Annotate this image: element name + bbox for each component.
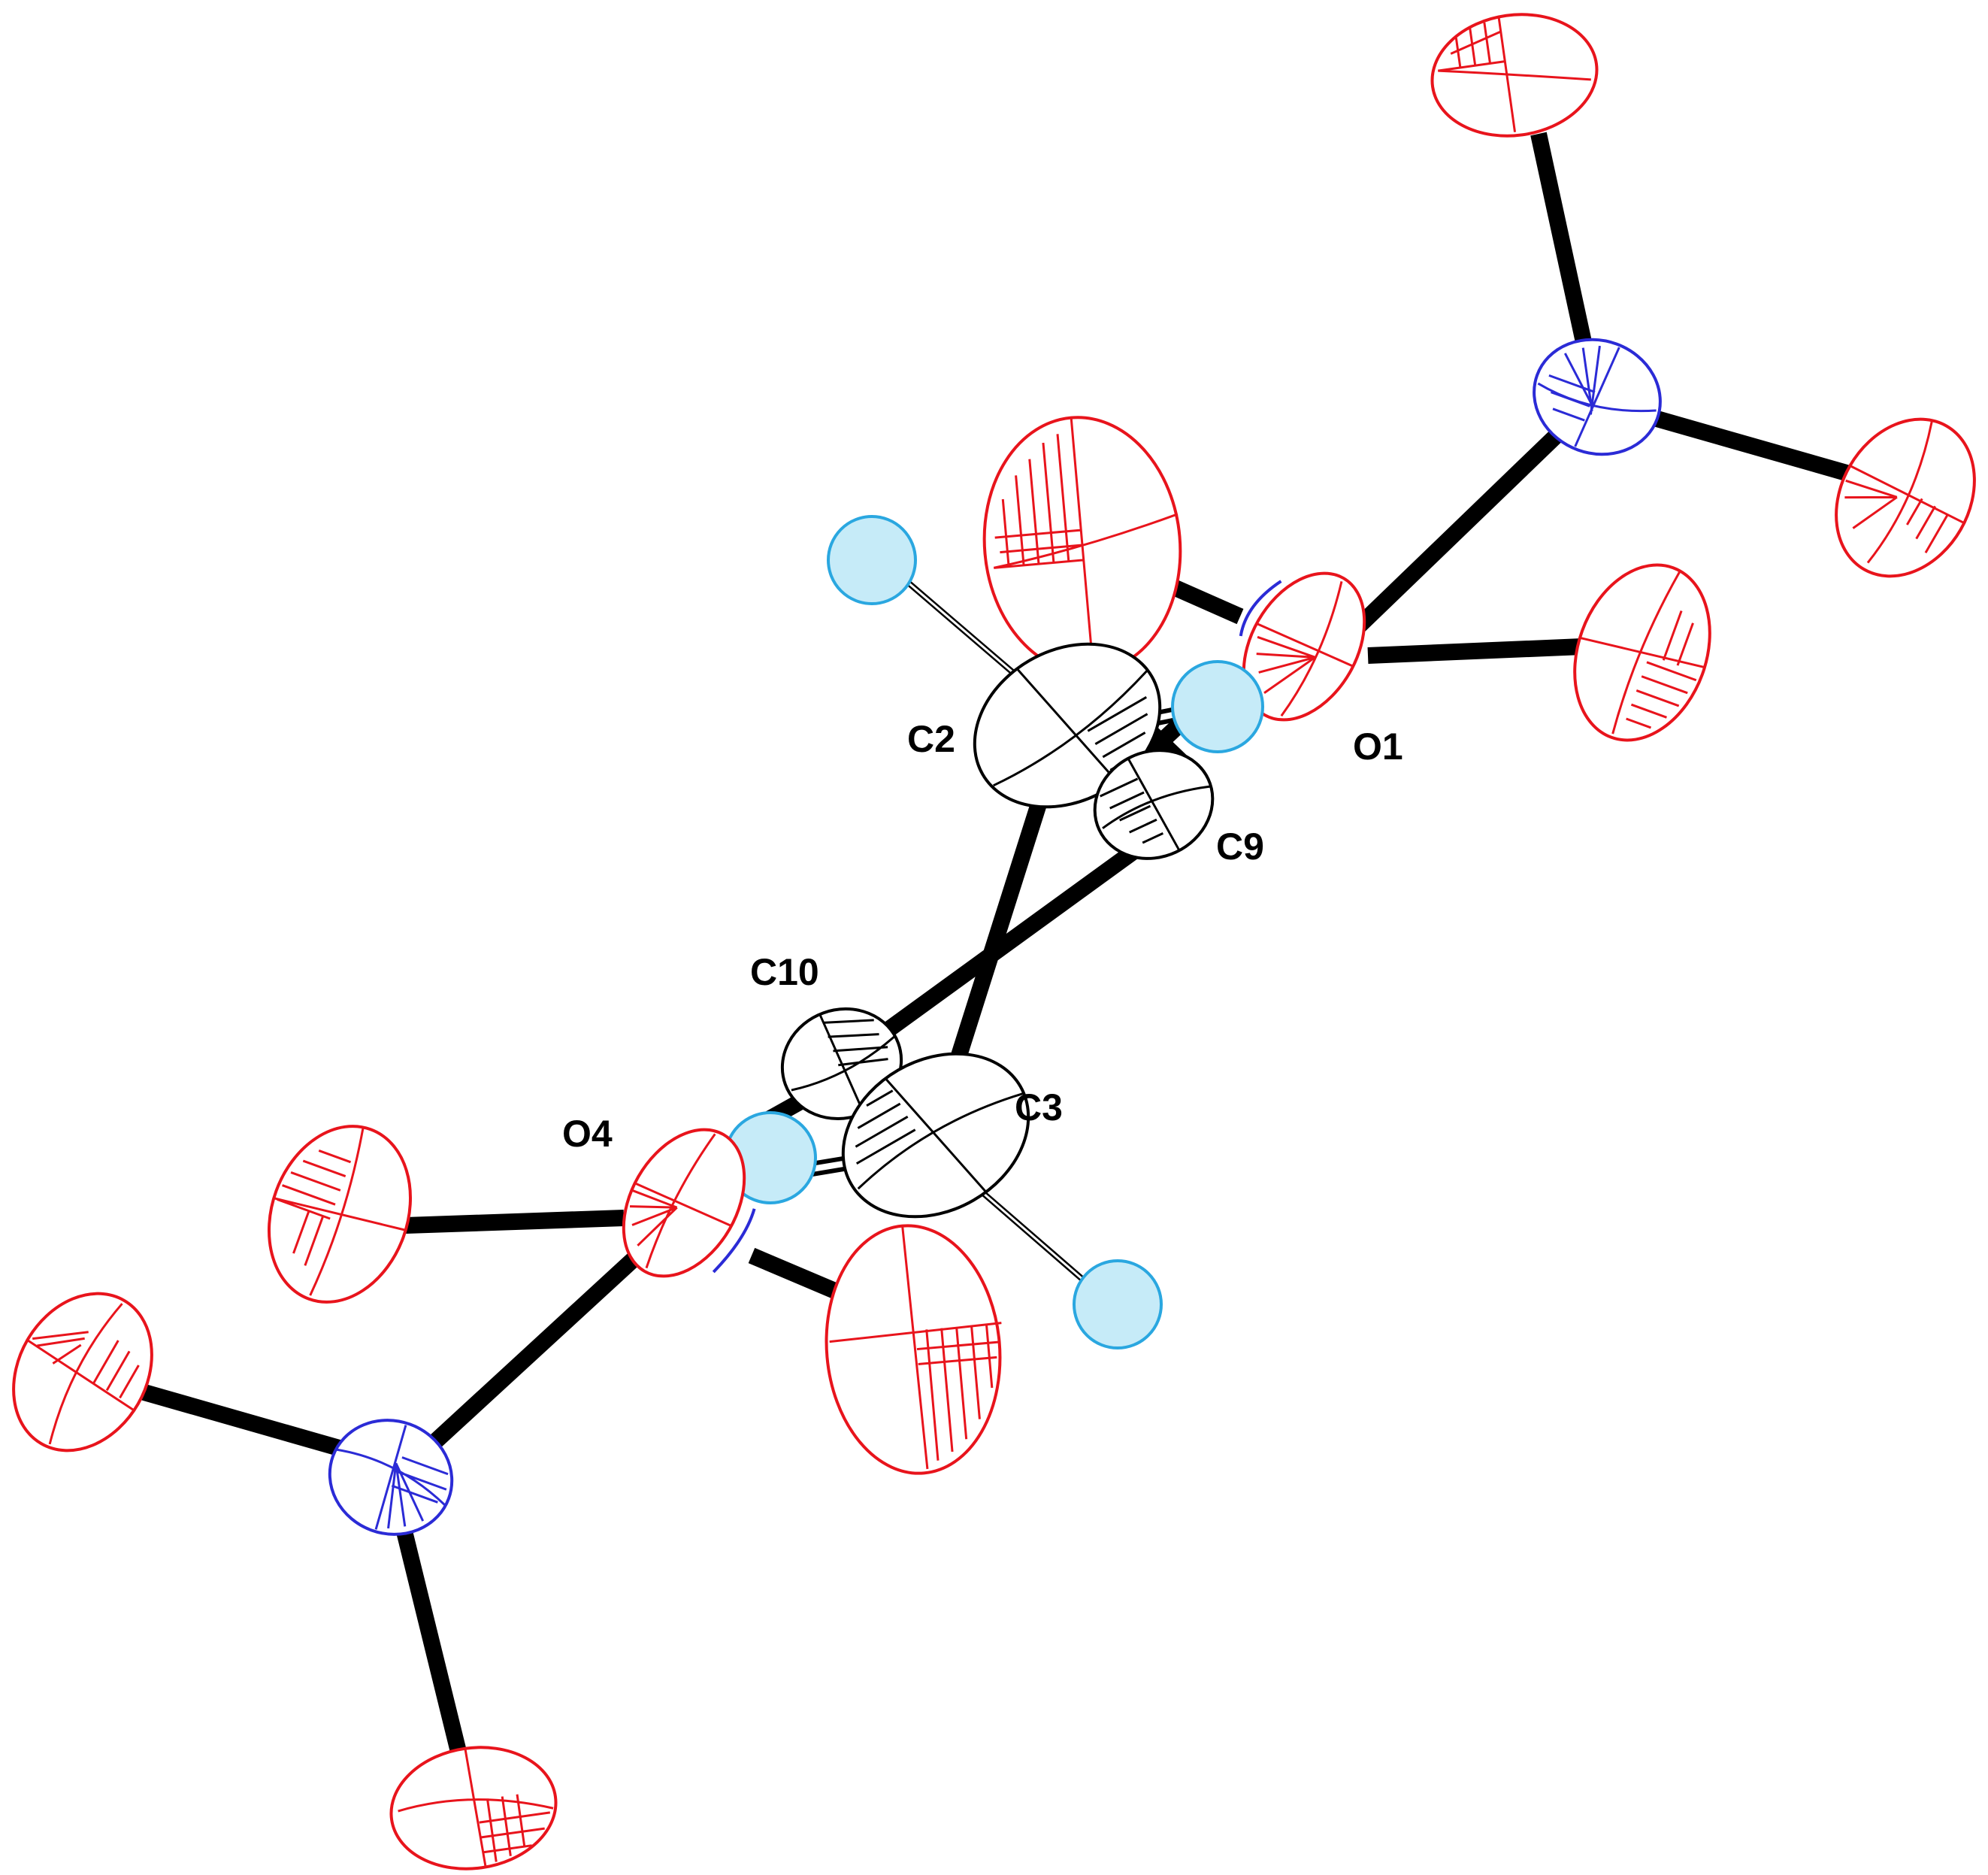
bond-o4-n2 (415, 1234, 660, 1462)
bond-n2-oleft (136, 1383, 353, 1459)
oxygen-atom (1835, 417, 1976, 578)
atom-labels: C2 O1 C9 C10 C3 O4 (562, 718, 1403, 1155)
oxygen-atom (1430, 13, 1599, 138)
carbon-atom-c2 (973, 642, 1162, 809)
oxygen-atom (1573, 563, 1711, 742)
bond-o1-oright2 (1367, 638, 1583, 664)
hydrogen-atom (1073, 1259, 1163, 1349)
bond-c2-h-top-inner (890, 566, 1023, 682)
nitrogen-atom (1533, 338, 1662, 456)
label-o1: O1 (1353, 725, 1403, 768)
carbon-atom-c3 (841, 1052, 1030, 1219)
bond-c9-c10 (852, 816, 1178, 1059)
oxygen-atom (389, 1746, 558, 1870)
label-c2: C2 (907, 718, 955, 760)
hydrogen-atom (1171, 660, 1264, 753)
label-c9: C9 (1216, 825, 1264, 868)
oxygen-atom (12, 1292, 153, 1452)
bond-o4-oleft2 (405, 1210, 625, 1234)
label-c10: C10 (750, 951, 819, 993)
oxygen-atom-o4 (622, 1128, 756, 1278)
nitrogen-atom (328, 1419, 454, 1536)
carbon-atom-c9 (1093, 749, 1215, 860)
atoms (12, 13, 1976, 1870)
bond-n2-obot (394, 1520, 467, 1754)
oxygen-atom (267, 1125, 413, 1304)
label-c3: C3 (1015, 1086, 1063, 1128)
hydrogen-atom (827, 515, 917, 605)
oxygen-atom-o1 (1239, 571, 1366, 722)
label-o4: O4 (562, 1113, 613, 1155)
oxygen-atom (982, 416, 1182, 674)
bond-n1-o1 (1339, 430, 1562, 645)
bond-c3-h-bot-inner (976, 1186, 1091, 1287)
oxygen-atom (825, 1224, 1002, 1475)
bond-n1-oright (1635, 405, 1852, 482)
